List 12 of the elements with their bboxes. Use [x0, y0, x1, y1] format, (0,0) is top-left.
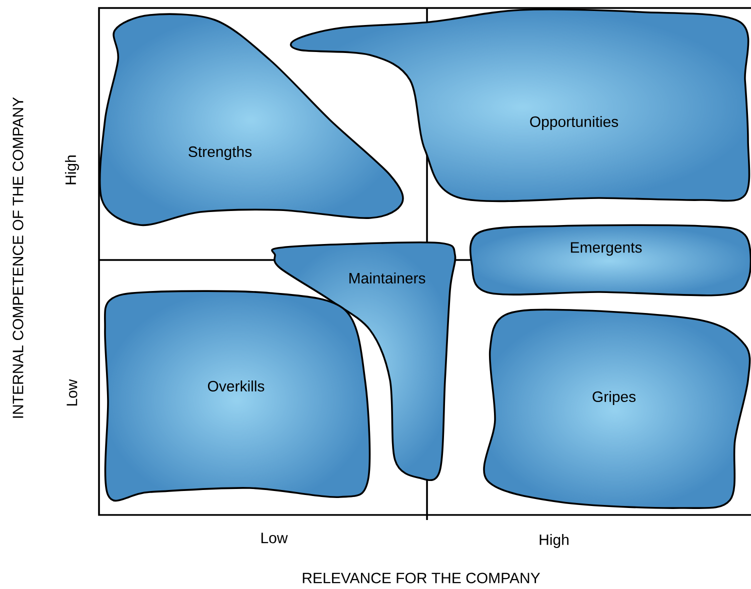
axis-label: High — [65, 156, 79, 184]
region-blob: Gripes — [483, 308, 751, 509]
axis-title: INTERNAL COMPETENCE OF THE COMPANY — [12, 97, 24, 418]
region-blob: Maintainers — [271, 241, 456, 482]
axis-label: High — [540, 534, 568, 548]
region-blob: Overkills — [104, 290, 371, 502]
axis-title: RELEVANCE FOR THE COMPANY — [302, 572, 540, 584]
axis-label: Low — [261, 532, 288, 544]
region-blob: Opportunities — [290, 8, 750, 202]
axis-label: Low — [66, 379, 78, 406]
region-blob: Emergents — [469, 224, 751, 296]
region-blob: Strengths — [98, 13, 404, 226]
